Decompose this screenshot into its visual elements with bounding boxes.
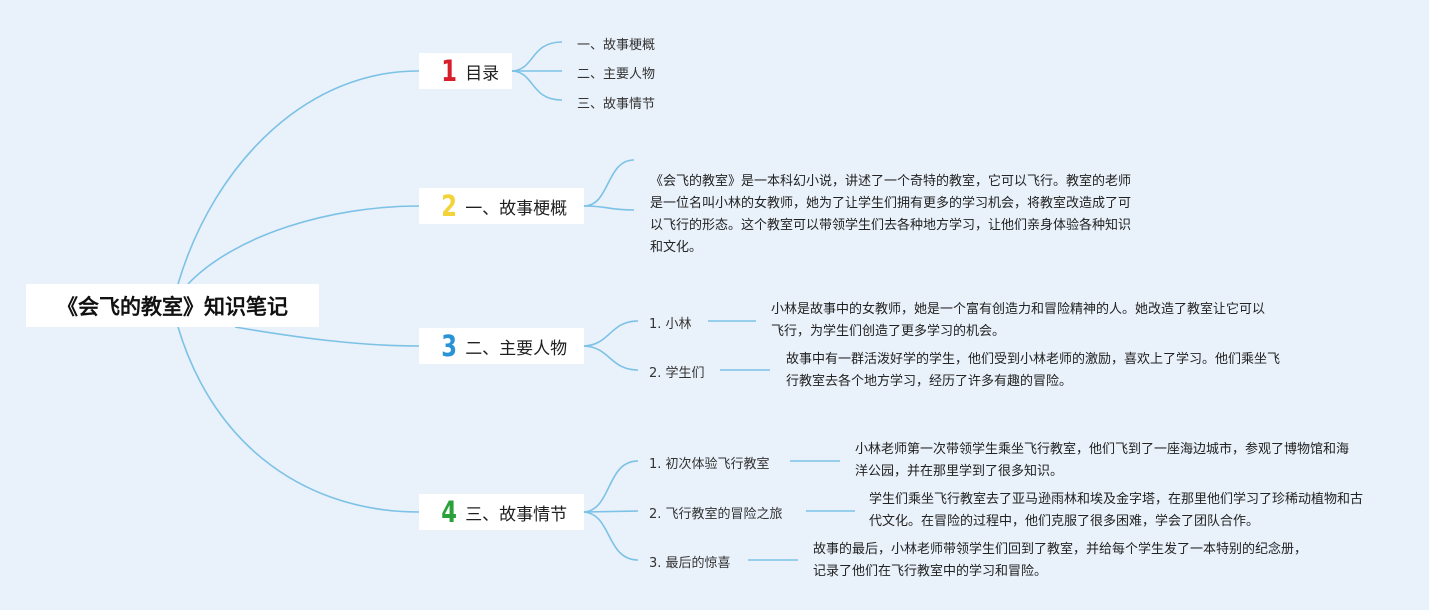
connector-root-branch2	[187, 205, 420, 285]
connector-b3-item1	[583, 320, 639, 347]
toc-item-characters[interactable]: 二、主要人物	[577, 67, 656, 82]
connector-b2-desc-bottom	[583, 205, 635, 211]
connector-root-branch3	[234, 326, 420, 347]
connector-b1-item3	[511, 70, 563, 101]
branch-label-plot: 三、故事情节	[465, 504, 568, 525]
connector-b4-item1	[583, 460, 639, 513]
branch-node-plot[interactable]: 4 三、故事情节	[419, 494, 584, 530]
plot-item-first-flight[interactable]: 1. 初次体验飞行教室	[649, 457, 770, 472]
summary-text: 《会飞的教室》是一本科幻小说，讲述了一个奇特的教室，它可以飞行。教室的老师是一位…	[650, 174, 1132, 255]
connector-root-branch1	[177, 70, 420, 285]
branch-node-toc[interactable]: 1 目录	[419, 53, 512, 89]
number-2-icon: 2	[441, 188, 457, 223]
number-3-icon: 3	[441, 328, 457, 363]
connector-b4-item3	[583, 511, 639, 561]
connector-b4-item2	[583, 510, 639, 513]
plot-desc-adventure: 学生们乘坐飞行教室去了亚马逊雨林和埃及金字塔，在那里他们学习了珍稀动植物和古代文…	[869, 492, 1364, 529]
toc-item-summary[interactable]: 一、故事梗概	[577, 38, 656, 53]
character-desc-xiaolin: 小林是故事中的女教师，她是一个富有创造力和冒险精神的人。她改造了教室让它可以飞行…	[771, 302, 1266, 339]
branch-label-toc: 目录	[465, 63, 500, 84]
connector-b1-item1	[511, 41, 563, 72]
branch-node-summary[interactable]: 2 一、故事梗概	[419, 188, 584, 224]
character-item-students[interactable]: 2. 学生们	[649, 366, 705, 381]
character-desc-students: 故事中有一群活泼好学的学生，他们受到小林老师的激励，喜欢上了学习。他们乘坐飞行教…	[786, 352, 1281, 389]
connector-b2-desc-top	[583, 159, 635, 207]
plot-item-adventure[interactable]: 2. 飞行教室的冒险之旅	[649, 507, 783, 522]
number-4-icon: 4	[441, 494, 457, 529]
plot-desc-final-surprise: 故事的最后，小林老师带领学生们回到了教室，并给每个学生发了一本特别的纪念册，记录…	[813, 542, 1308, 579]
character-item-xiaolin[interactable]: 1. 小林	[649, 317, 692, 332]
toc-item-plot[interactable]: 三、故事情节	[577, 97, 656, 112]
connector-root-branch4	[177, 326, 420, 513]
connector-b3-item2	[583, 345, 639, 371]
plot-item-final-surprise[interactable]: 3. 最后的惊喜	[649, 556, 731, 571]
branch-label-summary: 一、故事梗概	[465, 198, 568, 219]
root-title: 《会飞的教室》知识笔记	[57, 294, 288, 319]
root-node[interactable]: 《会飞的教室》知识笔记	[26, 284, 319, 327]
branch-label-characters: 二、主要人物	[465, 338, 568, 359]
number-1-icon: 1	[441, 53, 457, 88]
plot-desc-first-flight: 小林老师第一次带领学生乘坐飞行教室，他们飞到了一座海边城市，参观了博物馆和海洋公…	[855, 442, 1350, 479]
branch-node-characters[interactable]: 3 二、主要人物	[419, 328, 584, 364]
